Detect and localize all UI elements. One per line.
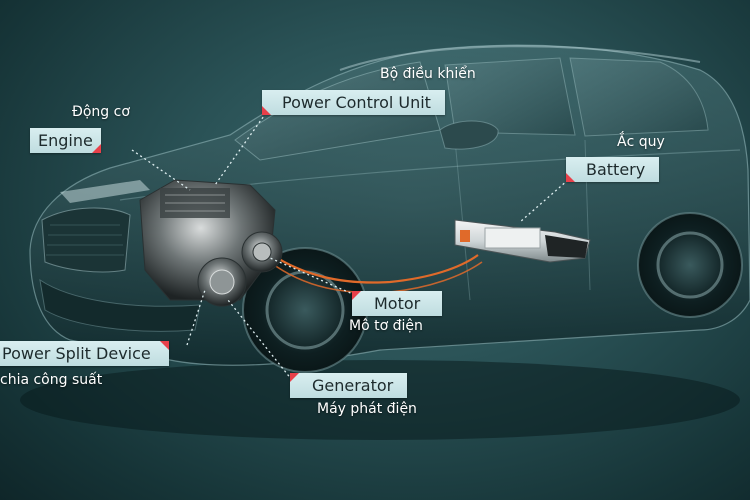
roof-rail [339, 45, 701, 71]
power-split-device-tag: Power Split Device [0, 341, 169, 366]
engine-subtitle: Động cơ [72, 104, 130, 120]
rear-wheel [637, 212, 743, 318]
engine-label: Engine [38, 131, 93, 150]
front-grille [41, 207, 131, 273]
side-mirror [439, 120, 499, 150]
side-window-rear [569, 57, 709, 137]
power-split-device-label: Power Split Device [2, 344, 151, 363]
motor-tag: Motor [352, 291, 443, 316]
generator-unit [197, 257, 247, 307]
door-line [454, 139, 471, 301]
power-control-unit-subtitle: Bộ điều khiển [380, 66, 476, 82]
power-control-unit-tag: Power Control Unit [262, 90, 445, 115]
front-bumper [39, 278, 201, 332]
leader-lines [131, 112, 569, 381]
motor-label: Motor [374, 294, 421, 313]
grille-pattern [46, 224, 124, 256]
headlight [60, 180, 150, 203]
power-split-device-subtitle: chia công suất [0, 372, 103, 388]
floor-shadow [20, 360, 740, 440]
motor-subtitle: Mô tơ điện [349, 318, 423, 334]
motor-unit [241, 231, 283, 273]
battery-tag: Battery [566, 157, 660, 182]
generator-label: Generator [312, 376, 394, 395]
battery-pack [454, 219, 591, 263]
generator-tag: Generator [290, 373, 408, 398]
generator-subtitle: Máy phát điện [317, 401, 417, 417]
power-control-unit-label: Power Control Unit [282, 93, 431, 112]
engine-tag: Engine [30, 128, 101, 153]
battery-subtitle: Ắc quy [617, 134, 665, 150]
rear-wheel-rim [656, 231, 724, 299]
battery-label: Battery [586, 160, 646, 179]
side-window-front [444, 57, 576, 136]
hv-cable [264, 249, 479, 284]
